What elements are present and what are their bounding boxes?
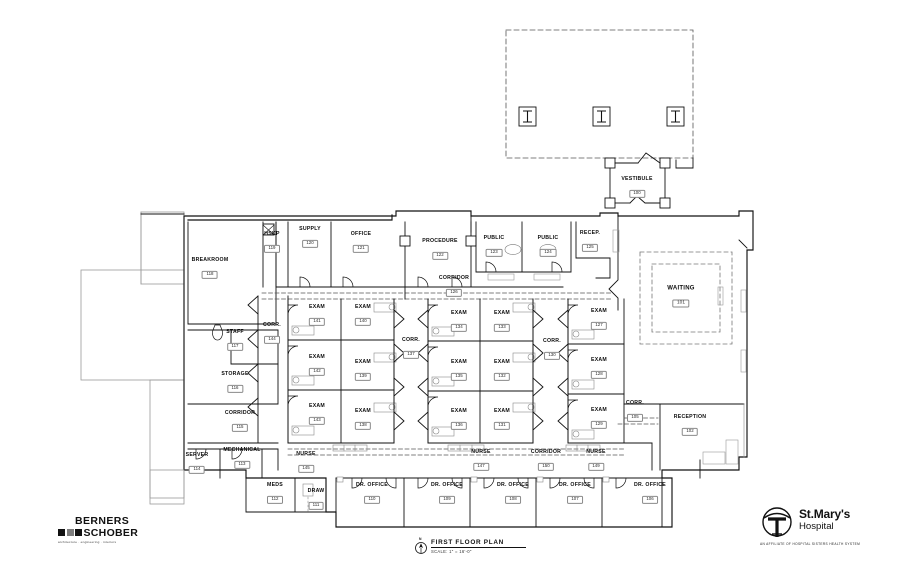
nurse-band: [287, 444, 625, 456]
sheet-scale: SCALE: 1" = 16'-0": [431, 549, 472, 555]
architect-logo-square: [58, 529, 65, 537]
entry-canopy-outline: [505, 29, 694, 159]
corridor-130-walls: [532, 298, 569, 444]
architect-logo-tagline: architecture · engineering · interiors: [58, 540, 117, 544]
top-band-walls: [399, 215, 620, 311]
waiting-walls: [717, 239, 748, 373]
column-marker: [592, 106, 611, 127]
exam-block-east: [567, 298, 625, 444]
bottom-rooms-walls: [245, 469, 663, 528]
client-logo: St.Mary's Hospital: [760, 505, 850, 539]
title-block: N FIRST FLOOR PLAN SCALE: 1" = 16'-0": [414, 537, 526, 554]
reception-102-walls: [623, 403, 745, 479]
left-rooms-walls: [187, 221, 406, 479]
north-arrow: N: [414, 537, 428, 554]
client-logo-line2: Hospital: [799, 521, 834, 532]
column-marker: [666, 106, 685, 127]
corridor-137-walls: [393, 298, 429, 444]
left-exterior-structure: [80, 211, 185, 499]
architect-logo-line1: BERNERS: [75, 515, 130, 527]
vestibule-structure: [604, 152, 694, 209]
exam-block-west: [287, 298, 397, 444]
building-envelope: [183, 210, 754, 528]
left-exterior-outline: [140, 213, 185, 471]
architect-logo: BERNERS SCHOBER architecture · engineeri…: [58, 516, 138, 544]
column-marker: [518, 106, 537, 127]
architect-logo-line2: SCHOBER: [83, 526, 139, 539]
sheet-title: FIRST FLOOR PLAN: [431, 539, 526, 548]
architect-logo-square: [75, 529, 82, 537]
exam-block-center: [427, 298, 536, 444]
client-logo-tagline: AN AFFILIATE OF HOSPITAL SISTERS HEALTH …: [760, 542, 861, 546]
north-arrow-label: N: [419, 536, 422, 541]
client-logo-line1: St.Mary's: [799, 507, 851, 521]
architect-logo-square: [66, 529, 74, 537]
lower-left-exterior: [149, 469, 185, 505]
waiting-soffit: [639, 251, 733, 345]
corridor-144-walls: [247, 295, 289, 444]
canopy-columns: [518, 106, 685, 127]
client-logo-mark: [760, 505, 794, 539]
corridor-126: [261, 292, 613, 300]
